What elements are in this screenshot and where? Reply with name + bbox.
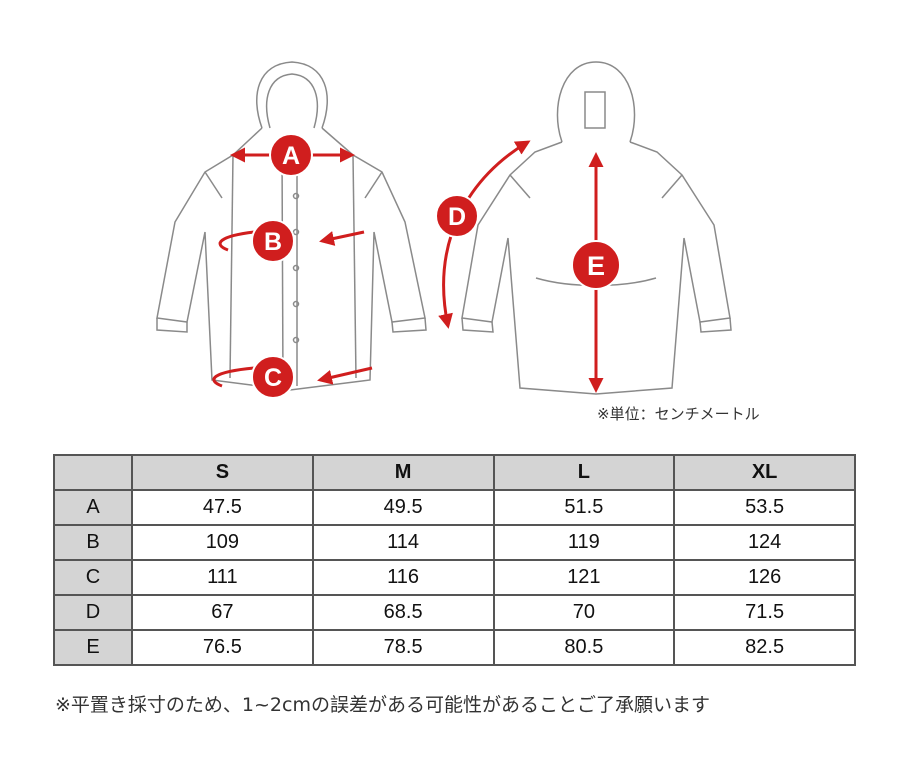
- table-cell: 109: [131, 524, 314, 561]
- svg-text:D: D: [448, 203, 466, 231]
- measurement-label-a: A: [269, 133, 313, 177]
- table-cell: 71.5: [673, 594, 856, 631]
- jacket-front-illustration: [156, 61, 427, 391]
- table-cell: 51.5: [492, 489, 676, 526]
- svg-text:C: C: [264, 364, 282, 392]
- table-cell: 80.5: [492, 629, 676, 666]
- row-header: E: [53, 629, 133, 666]
- measurement-label-d: D: [435, 194, 479, 238]
- table-header-row: S M L XL: [53, 454, 856, 491]
- measurement-label-b: B: [251, 219, 295, 263]
- table-cell: 67: [131, 594, 314, 631]
- column-header-xl: XL: [673, 454, 856, 491]
- measurement-label-e: E: [571, 240, 621, 290]
- unit-note: ※単位：センチメートル: [597, 405, 760, 423]
- size-table: S M L XL A 47.5 49.5 51.5 53.5 B 109 114…: [53, 454, 856, 666]
- table-row: B 109 114 119 124: [53, 524, 856, 561]
- table-row: D 67 68.5 70 71.5: [53, 594, 856, 631]
- column-header-m: M: [311, 454, 495, 491]
- table-cell: 126: [673, 559, 856, 596]
- table-cell: 49.5: [311, 489, 495, 526]
- row-header: C: [53, 559, 133, 596]
- table-cell: 78.5: [311, 629, 495, 666]
- column-header-s: S: [131, 454, 314, 491]
- jacket-measurement-diagram: A B C D E: [156, 61, 732, 399]
- svg-text:B: B: [264, 228, 282, 256]
- table-cell: 68.5: [311, 594, 495, 631]
- measurement-label-c: C: [251, 355, 295, 399]
- table-cell: 121: [492, 559, 676, 596]
- table-cell: 70: [492, 594, 676, 631]
- measurement-disclaimer: ※平置き採寸のため、1~2cmの誤差がある可能性があることご了承願います: [55, 694, 710, 716]
- table-row: E 76.5 78.5 80.5 82.5: [53, 629, 856, 666]
- svg-text:A: A: [282, 142, 300, 170]
- svg-text:E: E: [587, 251, 605, 281]
- table-cell: 114: [311, 524, 495, 561]
- table-cell: 119: [492, 524, 676, 561]
- table-cell: 82.5: [673, 629, 856, 666]
- row-header: D: [53, 594, 133, 631]
- measurement-arrows: [212, 140, 604, 393]
- row-header: A: [53, 489, 133, 526]
- table-cell: 76.5: [131, 629, 314, 666]
- table-cell: 116: [311, 559, 495, 596]
- table-corner-cell: [53, 454, 133, 491]
- table-cell: 47.5: [131, 489, 314, 526]
- table-row: C 111 116 121 126: [53, 559, 856, 596]
- table-row: A 47.5 49.5 51.5 53.5: [53, 489, 856, 526]
- column-header-l: L: [492, 454, 676, 491]
- table-cell: 111: [131, 559, 314, 596]
- row-header: B: [53, 524, 133, 561]
- table-cell: 124: [673, 524, 856, 561]
- table-cell: 53.5: [673, 489, 856, 526]
